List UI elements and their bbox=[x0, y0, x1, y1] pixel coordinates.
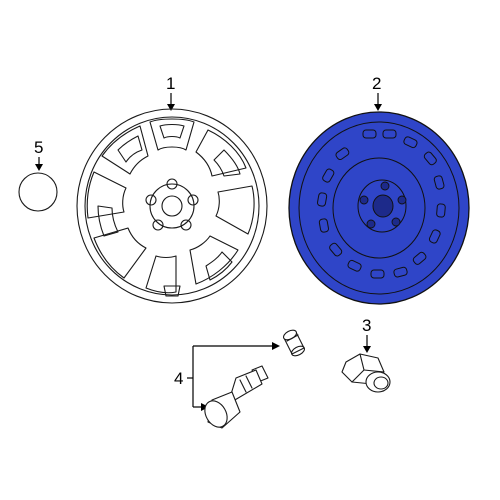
callout-1-label: 1 bbox=[166, 74, 175, 93]
center-cap bbox=[18, 172, 58, 212]
wheel-window-inner bbox=[159, 123, 185, 139]
spare-wheel-slot bbox=[433, 175, 445, 190]
alloy-wheel-lug-hole bbox=[166, 178, 178, 190]
alloy-wheel-outer-rim bbox=[76, 108, 268, 304]
lug-nut-seat-inner bbox=[373, 376, 389, 390]
spare-wheel-lug-hole bbox=[391, 217, 401, 227]
valve-cap-ridge bbox=[286, 334, 299, 342]
spare-wheel-slot bbox=[335, 147, 350, 161]
wheel-window bbox=[101, 125, 149, 175]
alloy-wheel-valve-slot bbox=[163, 285, 181, 297]
spare-wheel-slot bbox=[423, 151, 437, 166]
spare-wheel-center-bore bbox=[372, 194, 394, 218]
valve-cap-base bbox=[290, 345, 306, 357]
lug-nut bbox=[341, 353, 391, 393]
alloy-wheel-inner-rim bbox=[84, 116, 260, 296]
spare-wheel-lug-hole bbox=[380, 181, 390, 191]
alloy-wheel-center-bore bbox=[161, 195, 183, 217]
alloy-wheel-lug-hole bbox=[145, 194, 157, 206]
wheel-window bbox=[145, 255, 177, 294]
wheel-window-inner bbox=[97, 205, 119, 237]
callout-1-arrowhead bbox=[167, 104, 175, 111]
callout-5-label: 5 bbox=[34, 138, 43, 157]
wheel-window bbox=[215, 185, 255, 235]
wheel-window-inner bbox=[205, 251, 233, 281]
spare-wheel-slot bbox=[316, 192, 328, 207]
spare-wheel-slot bbox=[362, 129, 377, 139]
spare-wheel-slot bbox=[428, 229, 441, 244]
spare-wheel-slot bbox=[347, 259, 362, 272]
callout-3-group: 3 bbox=[362, 316, 371, 353]
callout-1-group: 1 bbox=[166, 74, 175, 111]
spare-wheel-slot bbox=[393, 266, 408, 278]
spare-wheel-lug-hole bbox=[366, 219, 376, 229]
callout-4-label: 4 bbox=[174, 369, 183, 388]
callout-2-group: 2 bbox=[372, 74, 382, 111]
alloy-wheel-lug-hole bbox=[180, 219, 192, 231]
callout-4-arrowhead-top bbox=[272, 342, 280, 350]
callout-5-arrowhead bbox=[35, 164, 43, 171]
wheel-window bbox=[195, 129, 247, 177]
spare-wheel-slot bbox=[329, 242, 343, 257]
valve-stem-ridge bbox=[245, 375, 253, 389]
alloy-wheel-lug-hole bbox=[187, 194, 199, 206]
wheel-window-inner bbox=[117, 135, 143, 163]
callout-2-label: 2 bbox=[372, 74, 381, 93]
valve-cap bbox=[282, 329, 306, 357]
wheel-window bbox=[189, 235, 239, 285]
alloy-wheel-windows bbox=[86, 118, 255, 294]
spare-wheel-slot bbox=[412, 251, 427, 265]
spare-wheel bbox=[288, 111, 470, 305]
spare-wheel-slot bbox=[370, 269, 385, 279]
wheel-window-inner bbox=[213, 149, 241, 177]
spare-wheel-slots bbox=[316, 129, 446, 279]
wheel-window bbox=[86, 171, 127, 219]
valve-stem-ridge bbox=[239, 379, 247, 393]
valve-stem-grommet bbox=[204, 400, 228, 428]
lug-nut-edge bbox=[363, 369, 385, 373]
alloy-wheel-hub-outer bbox=[149, 183, 195, 229]
wheel-window bbox=[149, 118, 195, 151]
spare-wheel-slot bbox=[322, 168, 335, 183]
wheel-window bbox=[93, 227, 147, 279]
callout-2-arrowhead bbox=[374, 104, 382, 111]
valve-stem bbox=[204, 365, 269, 429]
callout-5-group: 5 bbox=[34, 138, 43, 171]
spare-wheel-slot bbox=[436, 203, 446, 218]
alloy-wheel-lug-hole bbox=[152, 219, 164, 231]
spare-wheel-lug-hole bbox=[359, 195, 369, 205]
spare-wheel-slot bbox=[403, 136, 418, 149]
spare-wheel-slot bbox=[318, 218, 330, 233]
spare-wheel-slot bbox=[382, 129, 397, 139]
spare-wheel-lug-hole bbox=[397, 195, 407, 205]
callout-3-label: 3 bbox=[362, 316, 371, 335]
alloy-wheel bbox=[76, 108, 268, 304]
callout-3-arrowhead bbox=[363, 346, 371, 353]
